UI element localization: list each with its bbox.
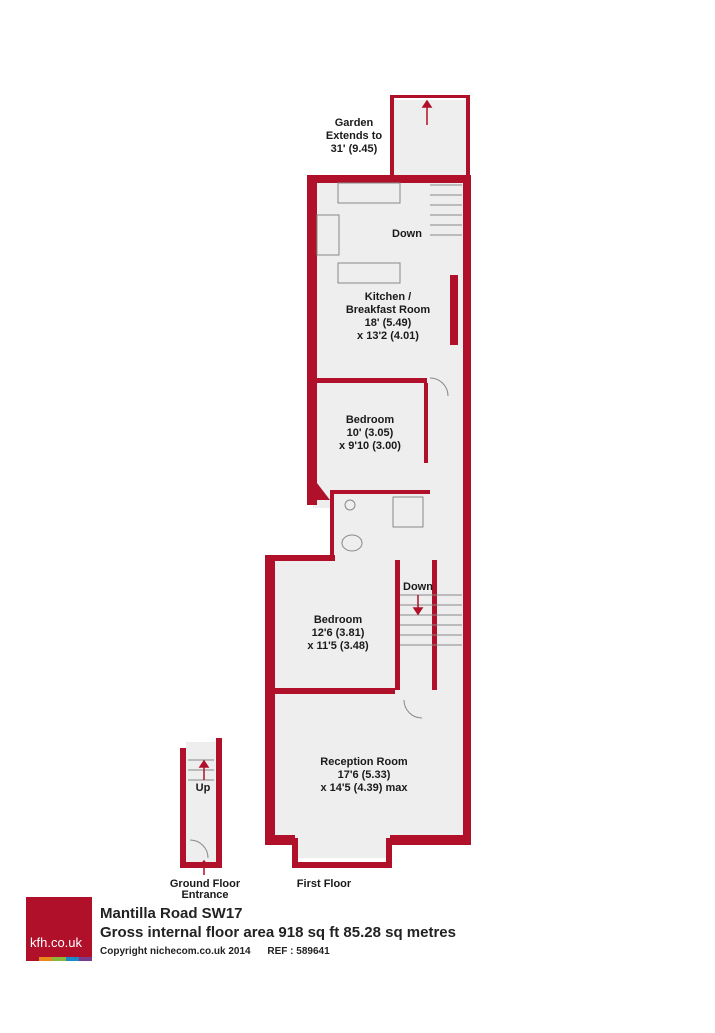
bedroom2-label-3: x 11'5 (3.48) — [307, 640, 369, 652]
reception-label-3: x 14'5 (4.39) max — [320, 782, 408, 794]
reception-label-1: Reception Room — [320, 756, 408, 768]
garden-label-1: Garden — [335, 117, 374, 129]
entrance-label-1: Ground Floor — [170, 878, 241, 890]
kitchen-label-4: x 13'2 (4.01) — [357, 330, 419, 342]
kitchen-down-label: Down — [392, 228, 422, 240]
kitchen-label-3: 18' (5.49) — [365, 317, 412, 329]
floor-area: Gross internal floor area 918 sq ft 85.2… — [100, 924, 456, 941]
floor-fills — [186, 100, 470, 862]
bedroom1-label-2: 10' (3.05) — [347, 427, 394, 439]
garden-label-2: Extends to — [326, 130, 383, 142]
footer: Entrance kfh.co.uk Mantilla Road SW17 Gr… — [0, 889, 715, 975]
logo-text: kfh.co.uk — [30, 935, 83, 950]
kitchen-label-1: Kitchen / — [365, 291, 411, 303]
bedroom2-label-1: Bedroom — [314, 614, 363, 626]
reception-label-2: 17'6 (5.33) — [338, 769, 391, 781]
bedroom1-label-1: Bedroom — [346, 414, 395, 426]
garden-label-3: 31' (9.45) — [331, 143, 378, 155]
bedroom2-label-2: 12'6 (3.81) — [312, 627, 365, 639]
floor-plan: Garden Extends to 31' (9.45) Down Kitche… — [170, 95, 471, 890]
kfh-logo: kfh.co.uk — [26, 897, 93, 961]
bedroom1-label-3: x 9'10 (3.00) — [339, 440, 401, 452]
copyright-line: Copyright nichecom.co.uk 2014 REF : 5896… — [100, 946, 344, 957]
up-label: Up — [196, 782, 211, 794]
property-address: Mantilla Road SW17 — [100, 905, 243, 922]
reference-text: REF : 589641 — [267, 946, 330, 957]
logo-stripes — [26, 957, 93, 961]
fixtures — [188, 182, 462, 859]
entrance-label-2: Entrance — [181, 889, 229, 901]
stair-arrows — [197, 99, 433, 875]
kitchen-label-2: Breakfast Room — [346, 304, 431, 316]
first-floor-label: First Floor — [297, 878, 352, 890]
copyright-text: Copyright nichecom.co.uk 2014 — [100, 946, 251, 957]
stairs-down-label: Down — [403, 581, 433, 593]
room-labels: Garden Extends to 31' (9.45) Down Kitche… — [170, 117, 433, 890]
